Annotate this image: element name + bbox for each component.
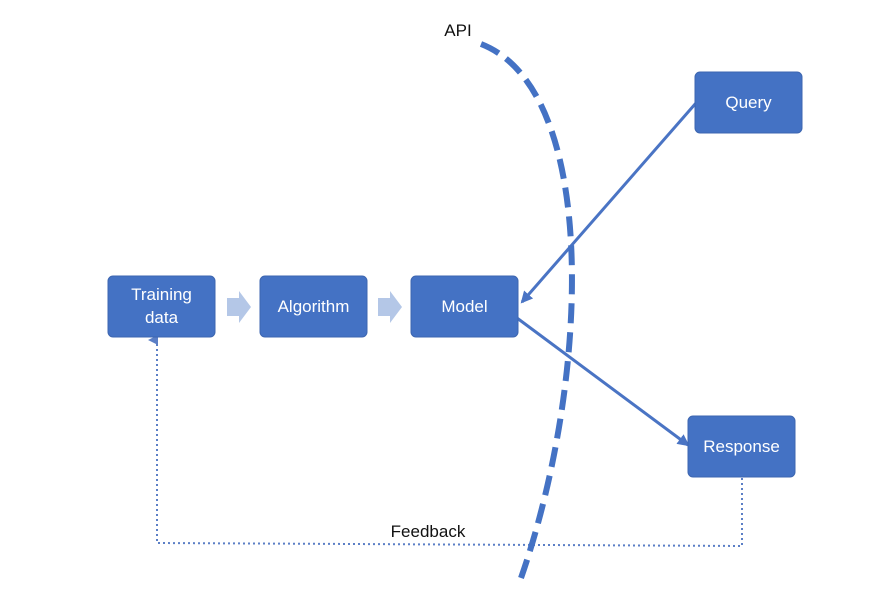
model-label: Model <box>441 297 487 316</box>
feedback-label: Feedback <box>391 522 466 541</box>
algorithm-node: Algorithm <box>259 275 368 338</box>
query-label: Query <box>725 93 772 112</box>
model-to-response-connector <box>516 316 690 447</box>
api-label: API <box>444 21 471 40</box>
algorithm-label: Algorithm <box>278 297 350 316</box>
api-boundary-curve <box>479 41 575 579</box>
algorithm-to-model-arrow <box>378 291 402 323</box>
training-to-algorithm-arrow <box>227 291 251 323</box>
query-node: Query <box>694 71 803 134</box>
response-label: Response <box>703 437 780 456</box>
training-data-label-line1: Training <box>131 285 192 304</box>
feedback-connector <box>148 335 743 548</box>
training-data-label-line2: data <box>145 308 179 327</box>
training-data-node: Training data <box>107 275 216 338</box>
model-node: Model <box>410 275 519 338</box>
response-node: Response <box>687 415 796 478</box>
query-to-model-connector <box>520 102 698 304</box>
